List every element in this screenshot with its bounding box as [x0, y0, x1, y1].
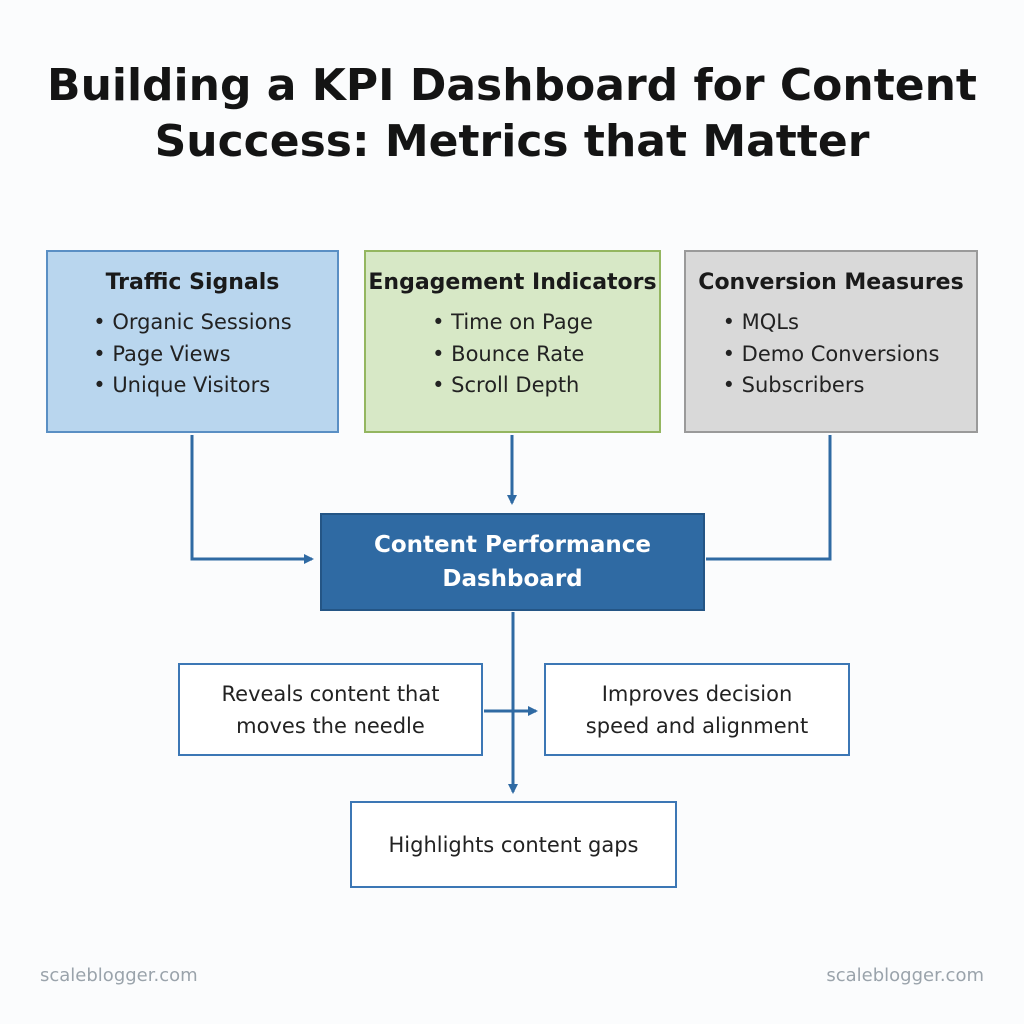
- metric-item: MQLs: [723, 307, 940, 339]
- outcome-text-line-2: moves the needle: [236, 713, 425, 738]
- outcome-highlights-gaps: Highlights content gaps: [350, 801, 677, 888]
- category-conversion-measures: Conversion Measures MQLs Demo Conversion…: [684, 250, 978, 433]
- category-title: Traffic Signals: [105, 270, 280, 295]
- page-title: Building a KPI Dashboard for Content Suc…: [0, 58, 1024, 170]
- outcome-text-line-1: Improves decision: [601, 681, 793, 706]
- outcome-reveals: Reveals content that moves the needle: [178, 663, 483, 756]
- metric-item: Page Views: [93, 339, 292, 371]
- metric-item: Subscribers: [723, 370, 940, 402]
- outcome-text-line-1: Highlights content gaps: [388, 832, 639, 857]
- category-traffic-signals: Traffic Signals Organic Sessions Page Vi…: [46, 250, 339, 433]
- outcome-text-line-2: speed and alignment: [585, 713, 809, 738]
- footer-watermark-right: scaleblogger.com: [826, 965, 984, 986]
- metric-item: Unique Visitors: [93, 370, 292, 402]
- conversion-to-dashboard-line: [706, 435, 832, 561]
- outcome-text-line-1: Reveals content that: [221, 681, 440, 706]
- category-engagement-indicators: Engagement Indicators Time on Page Bounc…: [364, 250, 661, 433]
- metric-list: Organic Sessions Page Views Unique Visit…: [93, 307, 292, 402]
- content-performance-dashboard: Content Performance Dashboard: [320, 513, 705, 611]
- category-title: Engagement Indicators: [368, 270, 657, 295]
- dashboard-label-line-2: Dashboard: [442, 566, 583, 592]
- outcome-improves: Improves decision speed and alignment: [544, 663, 850, 756]
- metric-item: Bounce Rate: [432, 339, 593, 371]
- title-line-1: Building a KPI Dashboard for Content: [47, 60, 977, 111]
- metric-item: Organic Sessions: [93, 307, 291, 339]
- metric-list: Time on Page Bounce Rate Scroll Depth: [432, 307, 593, 402]
- metric-item: Time on Page: [432, 307, 593, 339]
- metric-list: MQLs Demo Conversions Subscribers: [723, 307, 940, 402]
- category-title: Conversion Measures: [698, 270, 964, 295]
- footer-watermark-left: scaleblogger.com: [40, 965, 198, 986]
- traffic-to-dashboard-arrow: [190, 435, 314, 564]
- title-line-2: Success: Metrics that Matter: [154, 116, 870, 167]
- metric-item: Scroll Depth: [432, 370, 593, 402]
- dashboard-label-line-1: Content Performance: [373, 532, 652, 558]
- metric-item: Demo Conversions: [723, 339, 940, 371]
